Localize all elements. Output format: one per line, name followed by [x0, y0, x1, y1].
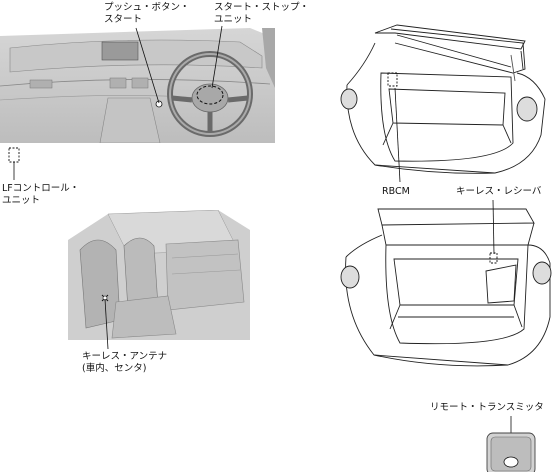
lf-control-unit-icon — [8, 147, 20, 180]
start-stop-unit-label-line1: スタート・ストップ・ — [214, 2, 310, 13]
keyless-antenna-label-line1: キーレス・アンテナ — [82, 351, 168, 362]
rear-trunk-illustration-receiver — [338, 205, 555, 370]
keyless-antenna-label-line2: (車内、センタ) — [82, 363, 147, 374]
start-stop-unit-label: スタート・ストップ・ ユニット — [214, 2, 309, 26]
cabin-illustration — [68, 210, 250, 340]
push-button-start-label: プッシュ・ボタン・ スタート — [104, 2, 190, 26]
keyless-antenna-leader-line — [104, 298, 109, 350]
rbcm-label: RBCM — [382, 186, 410, 197]
rear-trunk-illustration-rbcm — [335, 15, 555, 180]
keyless-receiver-label: キーレス・レシーバ — [456, 186, 542, 197]
keyless-receiver-leader-line — [492, 199, 495, 255]
push-button-start-label-line1: プッシュ・ボタン・ — [104, 2, 190, 13]
start-stop-unit-label-line2: ユニット — [214, 14, 253, 25]
dashboard-leader-lines — [135, 25, 223, 104]
lf-control-unit-label-line1: LFコントロール・ — [2, 183, 80, 194]
remote-transmitter-label: リモート・トランスミッタ — [430, 402, 544, 413]
push-button-start-label-line2: スタート — [104, 14, 143, 25]
lf-control-unit-label-line2: ユニット — [2, 195, 41, 206]
remote-transmitter-fob — [486, 432, 538, 472]
dashboard-illustration — [0, 28, 275, 143]
rbcm-leader-line — [394, 87, 401, 183]
lf-control-unit-label: LFコントロール・ ユニット — [2, 183, 79, 207]
keyless-antenna-label: キーレス・アンテナ (車内、センタ) — [82, 351, 167, 375]
